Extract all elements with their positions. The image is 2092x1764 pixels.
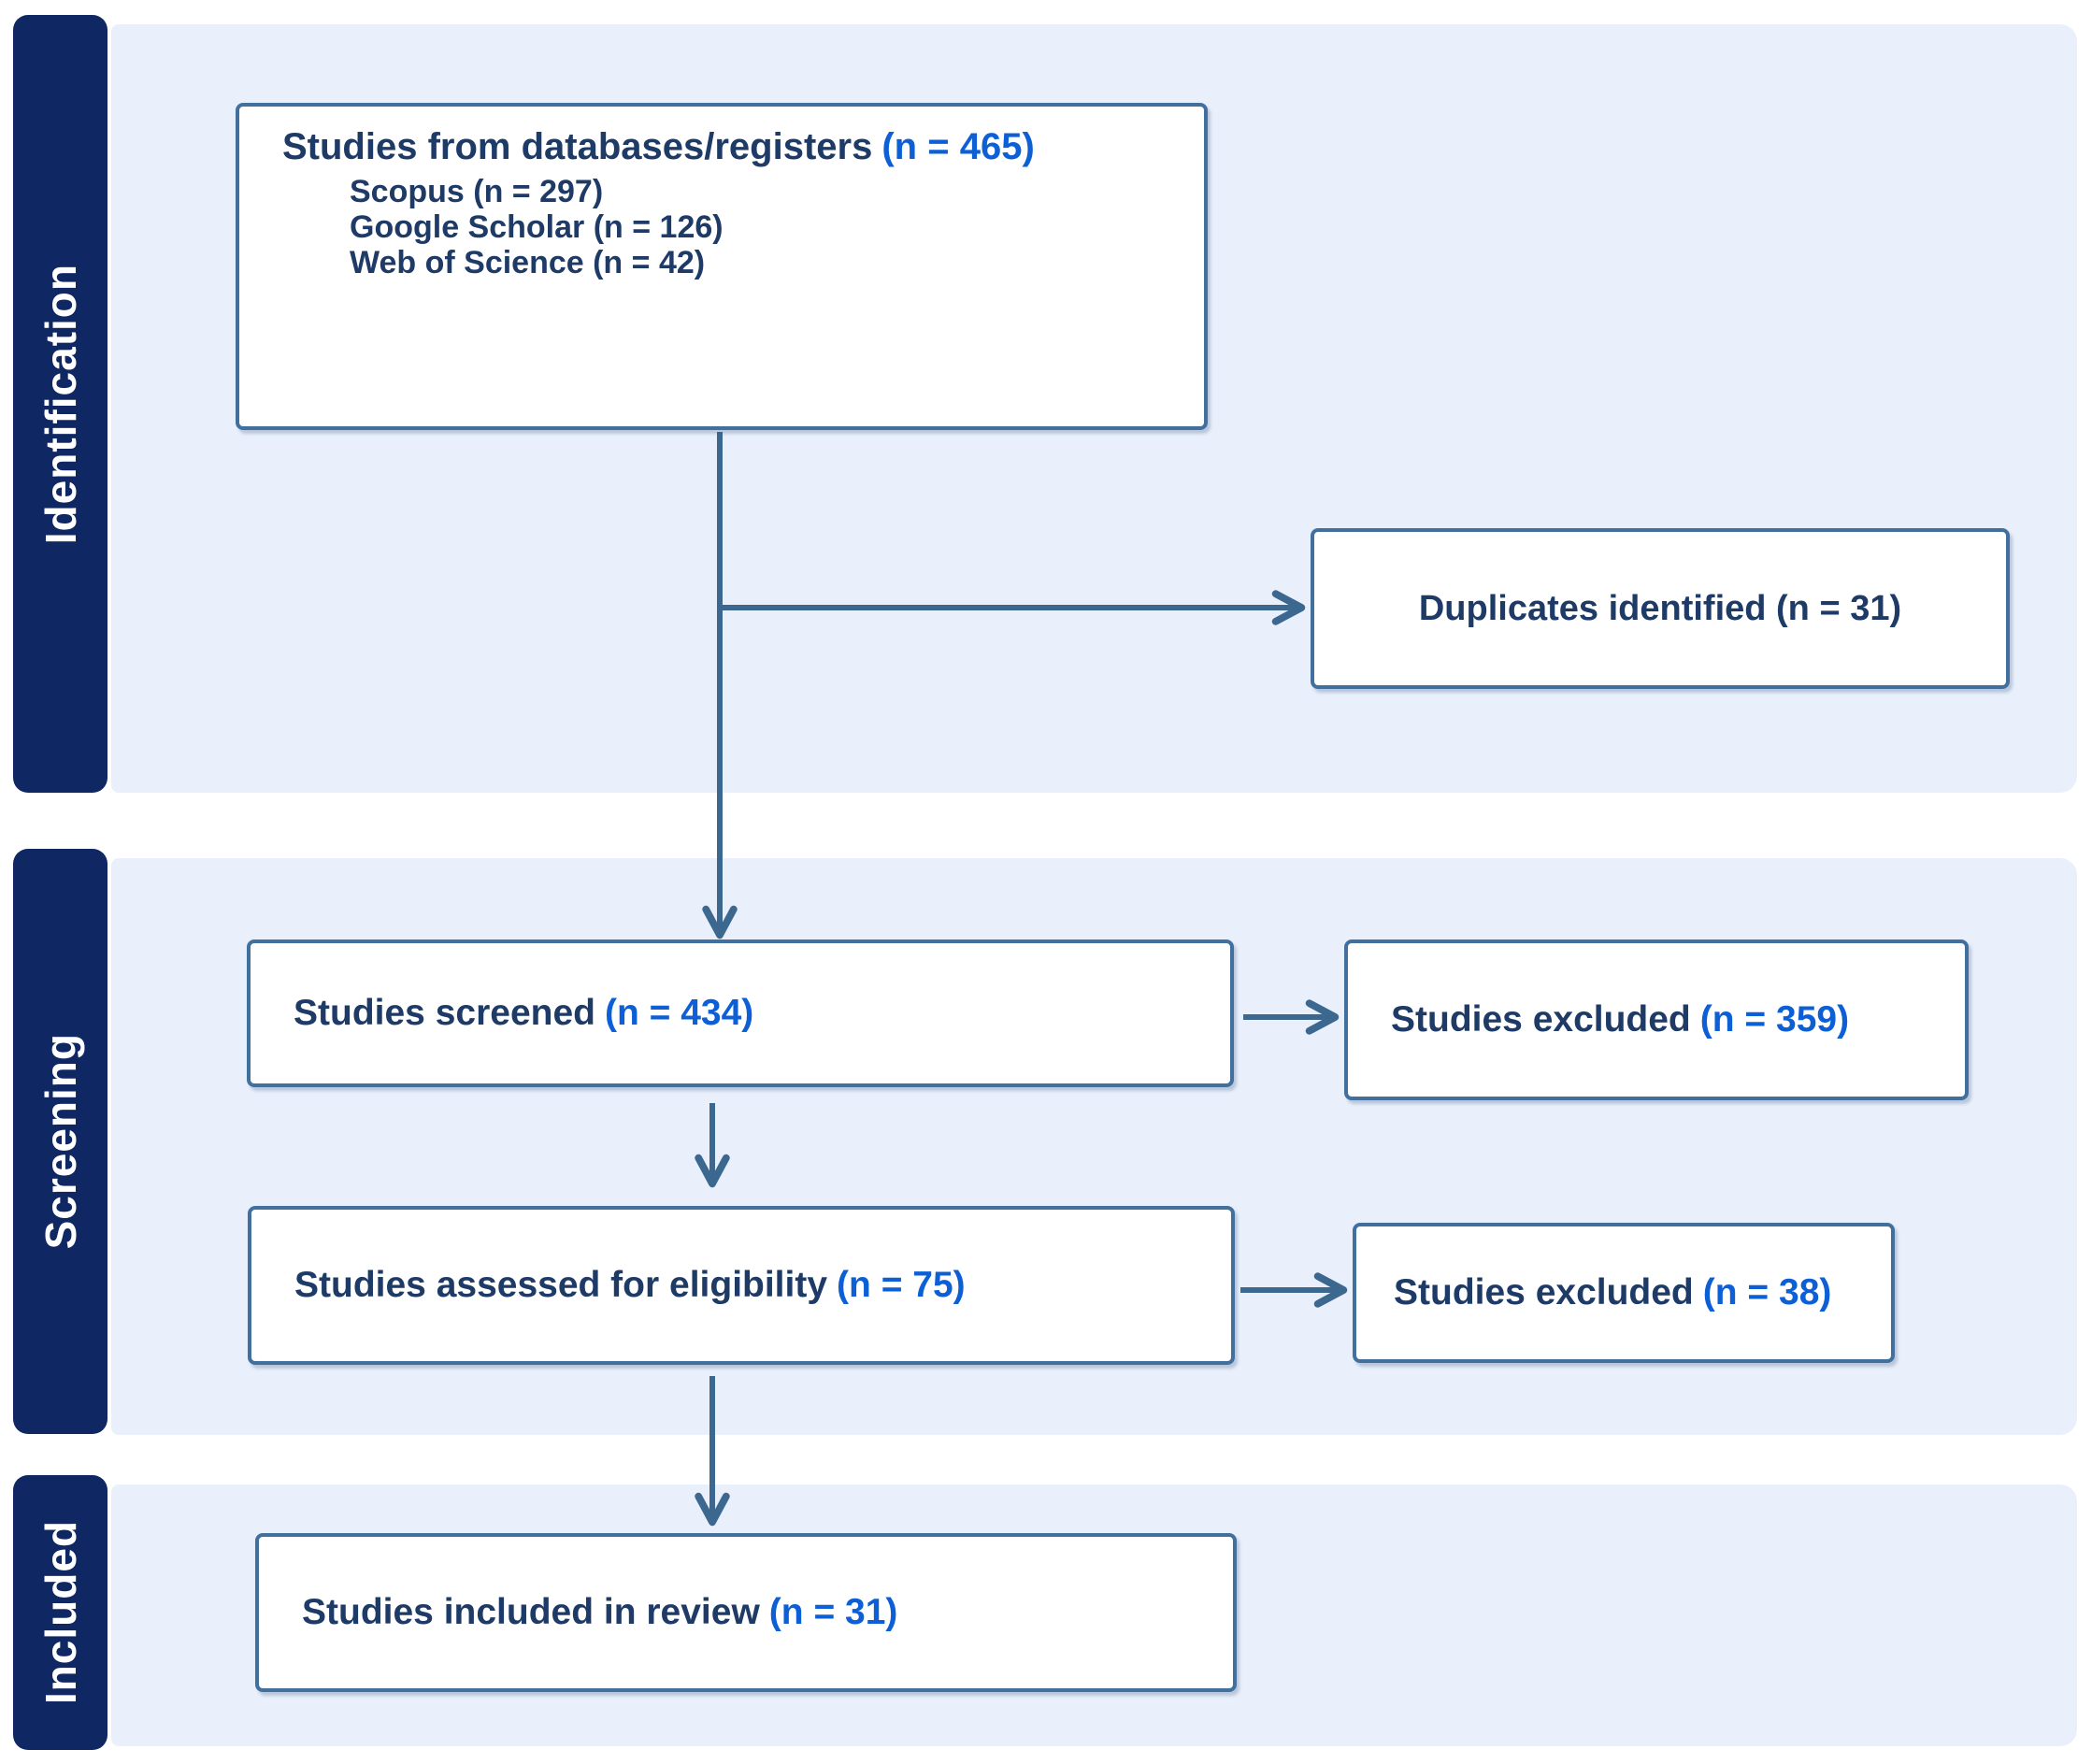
eligibility-box-count: (n = 75) <box>837 1265 966 1305</box>
databases-box-title: Studies from databases/registers(n = 465… <box>282 123 1176 170</box>
duplicates-box-label: Duplicates identified (n = 31) <box>1418 588 1902 628</box>
duplicates-box: Duplicates identified (n = 31) <box>1311 528 2010 689</box>
included-box-label: Studies included in review(n = 31) <box>302 1592 898 1632</box>
excluded-eligibility-box: Studies excluded(n = 38) <box>1353 1223 1895 1363</box>
excluded-screened-label: Studies excluded(n = 359) <box>1391 999 1850 1040</box>
eligibility-box: Studies assessed for eligibility(n = 75) <box>248 1206 1235 1365</box>
identification-label: Identification <box>36 263 85 545</box>
excluded-eligibility-label: Studies excluded(n = 38) <box>1394 1272 1832 1312</box>
source-web-of-science: Web of Science (n = 42) <box>350 245 706 280</box>
screened-box-label: Studies screened(n = 434) <box>294 993 754 1033</box>
screening-label: Screening <box>36 1033 85 1250</box>
databases-source-list: Scopus (n = 297) Google Scholar (n = 126… <box>282 174 1176 280</box>
excluded-eligibility-count: (n = 38) <box>1702 1272 1832 1312</box>
sidebar-tab-identification: Identification <box>13 15 107 793</box>
source-scopus: Scopus (n = 297) <box>350 174 604 209</box>
source-google-scholar: Google Scholar (n = 126) <box>350 209 724 245</box>
excluded-screened-box: Studies excluded(n = 359) <box>1344 939 1969 1100</box>
included-box-count: (n = 31) <box>768 1592 898 1632</box>
included-box: Studies included in review(n = 31) <box>255 1533 1237 1692</box>
databases-box-label: Studies from databases/registers <box>282 126 873 167</box>
included-label: Included <box>36 1520 85 1705</box>
databases-box-count: (n = 465) <box>881 126 1035 167</box>
sidebar-tab-screening: Screening <box>13 849 107 1434</box>
databases-box: Studies from databases/registers(n = 465… <box>236 103 1208 430</box>
screened-box-count: (n = 434) <box>604 993 754 1033</box>
sidebar-tab-included: Included <box>13 1475 107 1750</box>
screened-box: Studies screened(n = 434) <box>247 939 1234 1087</box>
eligibility-box-label: Studies assessed for eligibility(n = 75) <box>294 1265 966 1305</box>
excluded-screened-count: (n = 359) <box>1699 999 1850 1040</box>
